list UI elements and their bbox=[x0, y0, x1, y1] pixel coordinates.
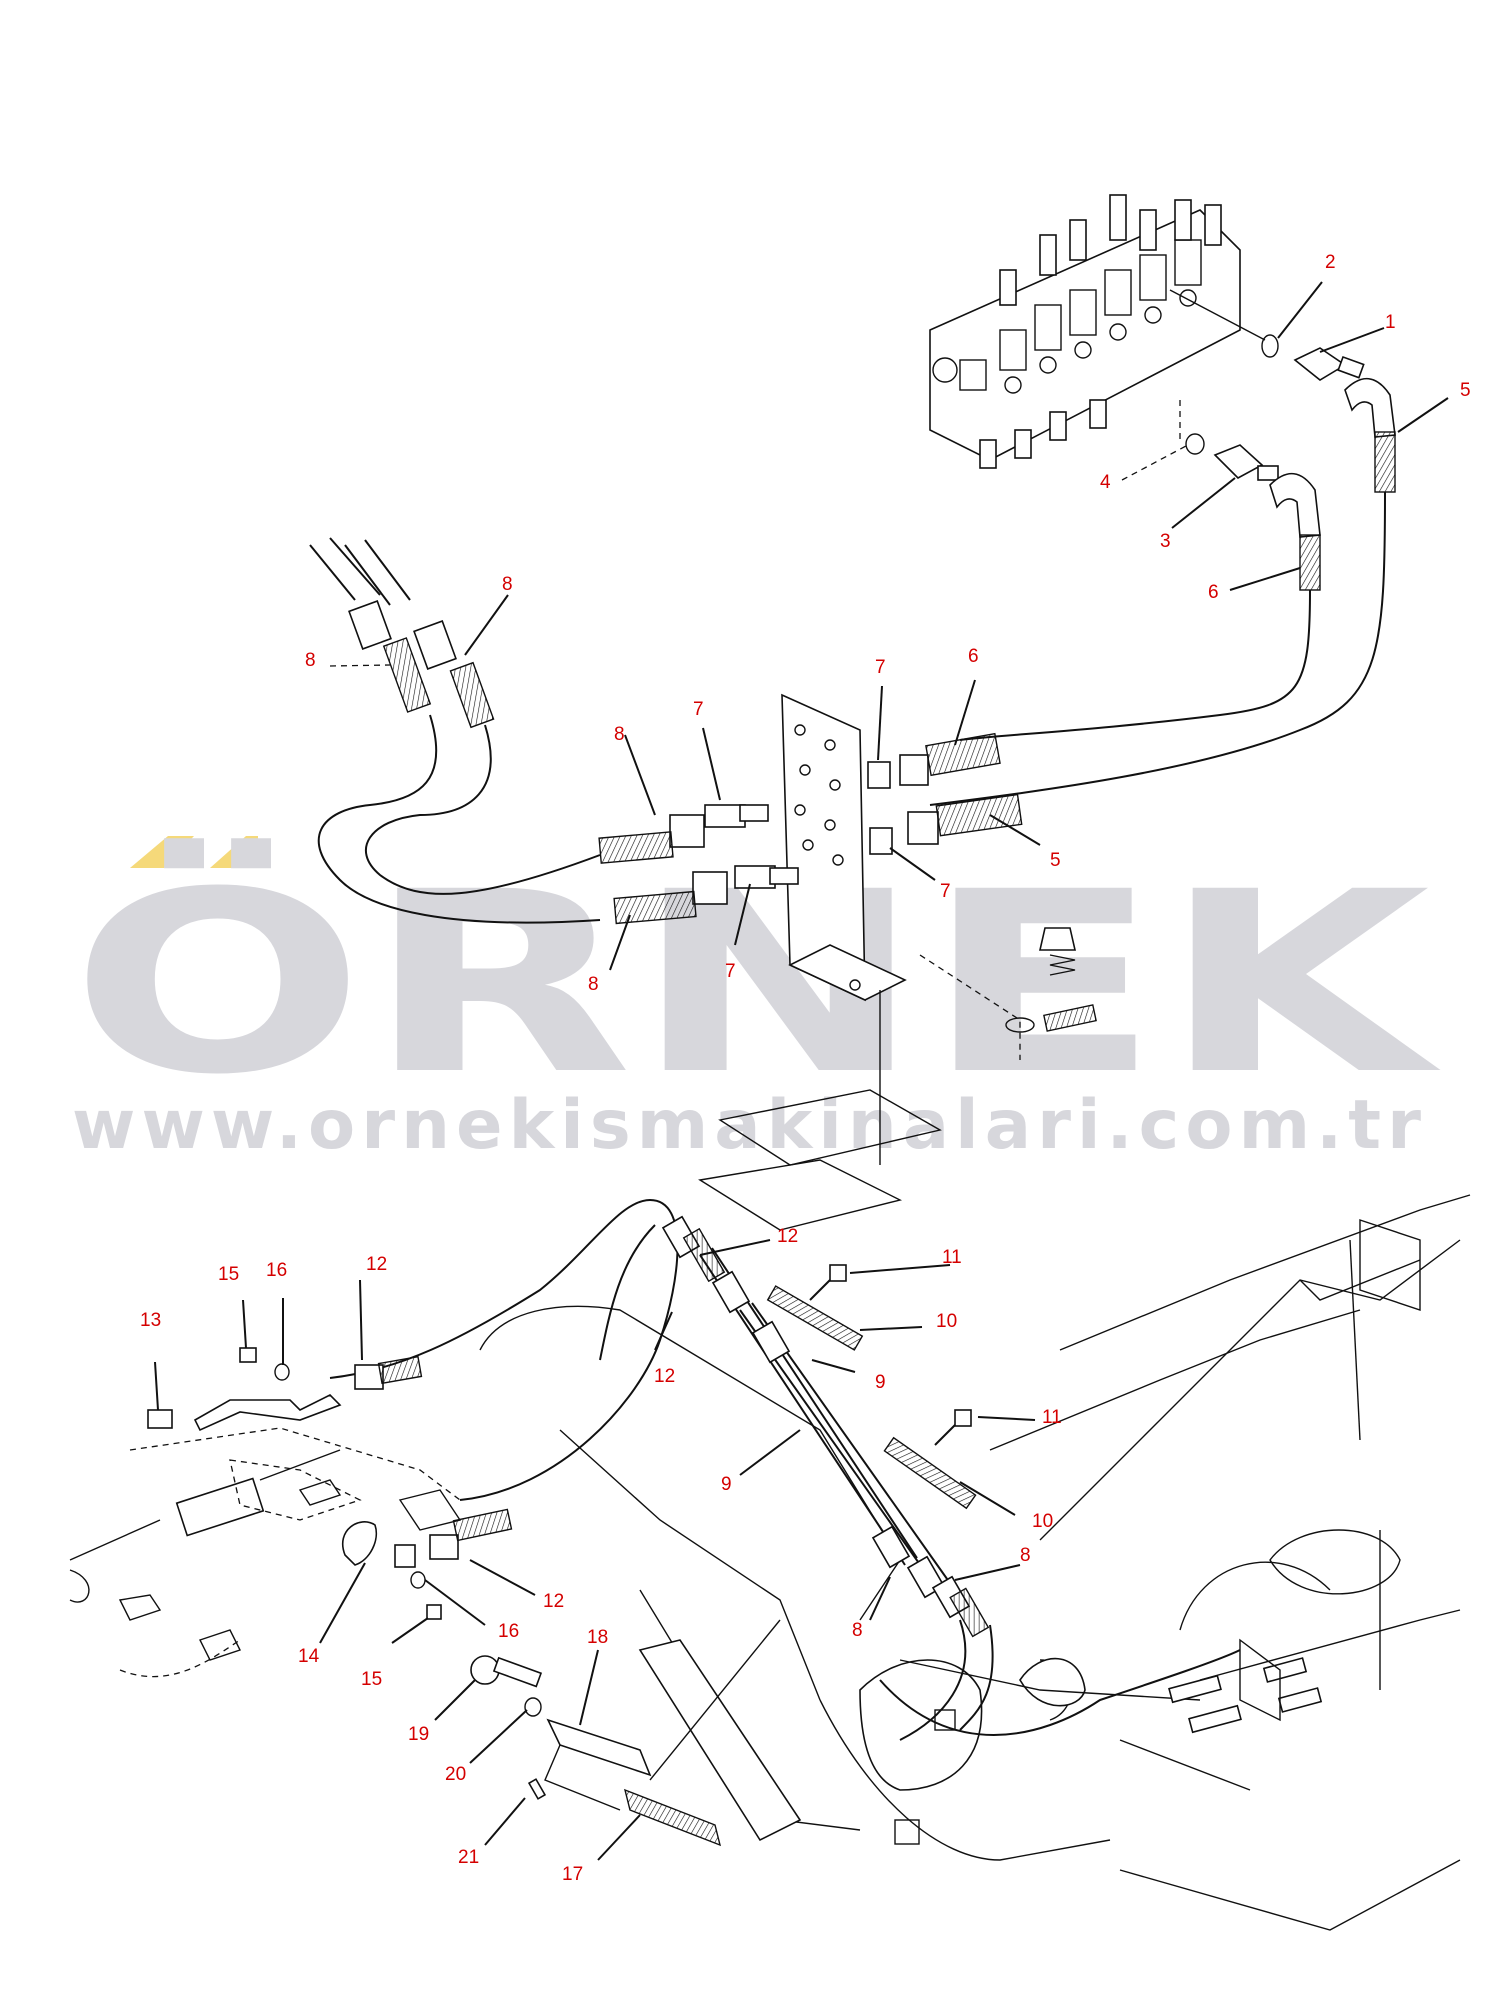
callout-labels: 1 2 3 4 5 5 6 6 7 7 7 7 8 8 8 8 8 8 9 9 … bbox=[140, 252, 1471, 1885]
hose-8-lower-2 bbox=[959, 1624, 994, 1731]
elbow-fitting-6-top bbox=[1269, 472, 1321, 591]
bolt-spring-clamp bbox=[919, 927, 1097, 1060]
callout-8-upper-left: 8 bbox=[305, 650, 316, 671]
hose-12-long-2 bbox=[599, 1224, 656, 1361]
callout-14: 14 bbox=[298, 1646, 320, 1667]
bolt-15-top bbox=[239, 1347, 257, 1363]
washer-16-lower bbox=[410, 1571, 426, 1589]
hose-6 bbox=[959, 589, 1311, 741]
callout-12-lower: 12 bbox=[543, 1591, 564, 1612]
bracket-18 bbox=[546, 1718, 652, 1777]
swing-cylinder bbox=[69, 1449, 802, 1842]
callout-9-lower: 9 bbox=[721, 1474, 732, 1495]
pipe-clamps-10 bbox=[766, 1285, 977, 1510]
leader-lines bbox=[154, 281, 1449, 1861]
callout-5-top: 5 bbox=[1460, 380, 1471, 401]
hose-12-long bbox=[329, 1198, 679, 1501]
bolts-11 bbox=[809, 1264, 972, 1446]
watermark-accent-right bbox=[210, 836, 258, 868]
callout-17: 17 bbox=[562, 1864, 583, 1885]
hoses-8-top-left bbox=[309, 537, 601, 924]
elbow-fitting-5-top bbox=[1344, 377, 1396, 493]
callout-8-lower-right: 8 bbox=[1020, 1545, 1031, 1566]
callout-8-bracket-upper: 8 bbox=[614, 724, 625, 745]
bulkhead-bracket bbox=[781, 693, 907, 1165]
callout-10-lower: 10 bbox=[1032, 1511, 1053, 1532]
washer-20 bbox=[524, 1697, 542, 1717]
callout-12-left: 12 bbox=[366, 1254, 387, 1275]
callout-2: 2 bbox=[1325, 252, 1336, 273]
steel-pipes-9 bbox=[661, 1215, 990, 1638]
adapter-7-lower-left bbox=[734, 865, 776, 889]
callout-9-upper: 9 bbox=[875, 1372, 886, 1393]
left-hardware bbox=[118, 1347, 513, 1678]
callout-19: 19 bbox=[408, 1724, 429, 1745]
callout-12-top: 12 bbox=[777, 1226, 798, 1247]
hose-8-swivel bbox=[879, 1649, 1241, 1736]
callout-4: 4 bbox=[1100, 472, 1111, 493]
callout-11-upper: 11 bbox=[942, 1247, 962, 1268]
callout-8-lower-left: 8 bbox=[852, 1620, 863, 1641]
callout-10-upper: 10 bbox=[936, 1311, 957, 1332]
callout-20: 20 bbox=[445, 1764, 466, 1785]
callout-15-top: 15 bbox=[218, 1264, 239, 1285]
callout-1: 1 bbox=[1385, 312, 1396, 333]
fittings-bracket bbox=[598, 732, 1023, 925]
callout-18: 18 bbox=[587, 1627, 608, 1648]
o-ring-4 bbox=[1185, 433, 1205, 455]
callout-15-lower: 15 bbox=[361, 1669, 382, 1690]
callout-16-top: 16 bbox=[266, 1260, 287, 1281]
callout-16-lower: 16 bbox=[498, 1621, 519, 1642]
callout-7-upper-right: 7 bbox=[875, 657, 886, 678]
callout-12-mid: 12 bbox=[654, 1366, 675, 1387]
callout-6-bracket: 6 bbox=[968, 646, 979, 667]
control-valve-block bbox=[929, 194, 1266, 469]
watermark-url: www.ornekismakinalari.com.tr bbox=[72, 1086, 1427, 1165]
adapter-fitting-1 bbox=[1293, 347, 1365, 381]
callout-7-lower-right: 7 bbox=[940, 881, 951, 902]
swivel-fittings bbox=[1168, 1638, 1323, 1734]
bolt-19-shank bbox=[492, 1656, 543, 1688]
callout-13: 13 bbox=[140, 1310, 161, 1331]
nut-7-upper-right bbox=[867, 761, 891, 789]
callout-3: 3 bbox=[1160, 531, 1171, 552]
adapter-fitting-3 bbox=[1213, 444, 1279, 481]
callout-21: 21 bbox=[458, 1847, 479, 1868]
o-ring-2 bbox=[1261, 334, 1279, 358]
callout-5-bracket: 5 bbox=[1050, 850, 1061, 871]
nut-7-lower-right bbox=[869, 827, 893, 855]
callout-8-upper: 8 bbox=[502, 574, 513, 595]
washer-16-top bbox=[274, 1363, 290, 1381]
adapter-7-upper-left bbox=[704, 804, 746, 828]
pin-21 bbox=[527, 1778, 547, 1800]
callout-7-lower-left: 7 bbox=[725, 961, 736, 982]
u-clip-14 bbox=[342, 1521, 377, 1566]
pin-bracket-group bbox=[470, 1619, 781, 1847]
hose-8-lower bbox=[899, 1619, 967, 1741]
adapter-13 bbox=[147, 1409, 173, 1429]
watermark-accent-left bbox=[130, 836, 194, 868]
boom-arm bbox=[479, 1305, 1201, 1861]
hose-5 bbox=[929, 491, 1386, 806]
lower-frame bbox=[698, 1089, 1471, 1931]
callout-11-lower: 11 bbox=[1042, 1407, 1062, 1428]
callout-8-bracket-lower: 8 bbox=[588, 974, 599, 995]
callout-7-upper-left: 7 bbox=[693, 699, 704, 720]
plate-17 bbox=[623, 1788, 722, 1847]
bolt-15-lower bbox=[426, 1604, 442, 1620]
callout-6-top: 6 bbox=[1208, 582, 1219, 603]
